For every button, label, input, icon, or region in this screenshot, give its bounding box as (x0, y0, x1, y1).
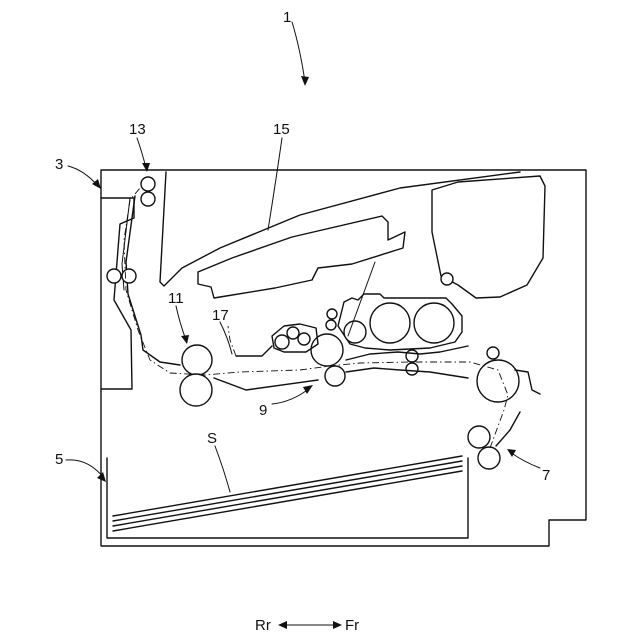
photoconductor-drum (311, 334, 343, 366)
sheet-stack (113, 456, 462, 531)
label-conveying-path: 17 (212, 307, 229, 324)
fixing-pressure-roller (180, 374, 212, 406)
label-housing: 3 (55, 156, 63, 173)
leader-apparatus-arrow (301, 76, 309, 86)
registration-roller-a (406, 350, 418, 362)
leader-fixing (176, 306, 186, 340)
label-fixing: 11 (168, 290, 184, 307)
reverse-roller-b (122, 269, 136, 283)
housing-outline (101, 170, 586, 546)
developing-roller-a (370, 303, 410, 343)
leader-scanner (268, 138, 282, 230)
feed-roller (468, 426, 490, 448)
leader-feed-unit-arrow (507, 449, 516, 457)
leader-conveying (220, 322, 232, 354)
conveying-roller-small (487, 347, 499, 359)
direction-arrow (278, 621, 342, 629)
label-sheet: S (207, 430, 217, 447)
rear-guide-block (101, 198, 134, 389)
leader-feed-cassette (66, 460, 104, 478)
discharge-roller-b (141, 192, 155, 206)
leader-fixing-arrow (181, 335, 189, 344)
leader-sheet (215, 446, 230, 492)
label-apparatus: 1 (283, 9, 291, 26)
leader-image-forming (272, 388, 310, 404)
output-tray-wall (160, 172, 520, 286)
discharge-roller-a (141, 177, 155, 191)
feed-guide (496, 412, 520, 446)
leader-image-forming-arrow (303, 385, 313, 394)
leader-feed-unit (510, 452, 540, 468)
label-discharge: 13 (129, 121, 146, 138)
toner-roller (441, 273, 453, 285)
conveyance-path-branch (228, 326, 236, 356)
scanner-unit (198, 216, 405, 298)
reverse-roller-a (107, 269, 121, 283)
conveying-roller-large (477, 360, 519, 402)
cleaning-roller-a (327, 309, 337, 319)
label-image-forming: 9 (259, 402, 267, 419)
label-feed-unit: 7 (542, 467, 550, 484)
fixing-heat-roller (182, 345, 212, 375)
label-feed-cassette: 5 (55, 451, 63, 468)
feed-cassette (107, 458, 468, 538)
cleaning-roller-b (326, 320, 336, 330)
direction-rear-label: Rr (255, 617, 271, 634)
separation-roller (478, 447, 500, 469)
supply-roller-b (287, 327, 299, 339)
leader-apparatus (292, 22, 305, 82)
developing-roller-b (414, 303, 454, 343)
label-scanner: 15 (273, 121, 290, 138)
supply-roller-c (298, 333, 310, 345)
transfer-roller (325, 366, 345, 386)
direction-front-label: Fr (345, 617, 359, 634)
registration-roller-b (406, 363, 418, 375)
supply-roller-a (275, 335, 289, 349)
charge-roller (344, 321, 366, 343)
guide-plate-fixing (214, 378, 318, 390)
guide-plate-fixing-upper (236, 346, 272, 356)
